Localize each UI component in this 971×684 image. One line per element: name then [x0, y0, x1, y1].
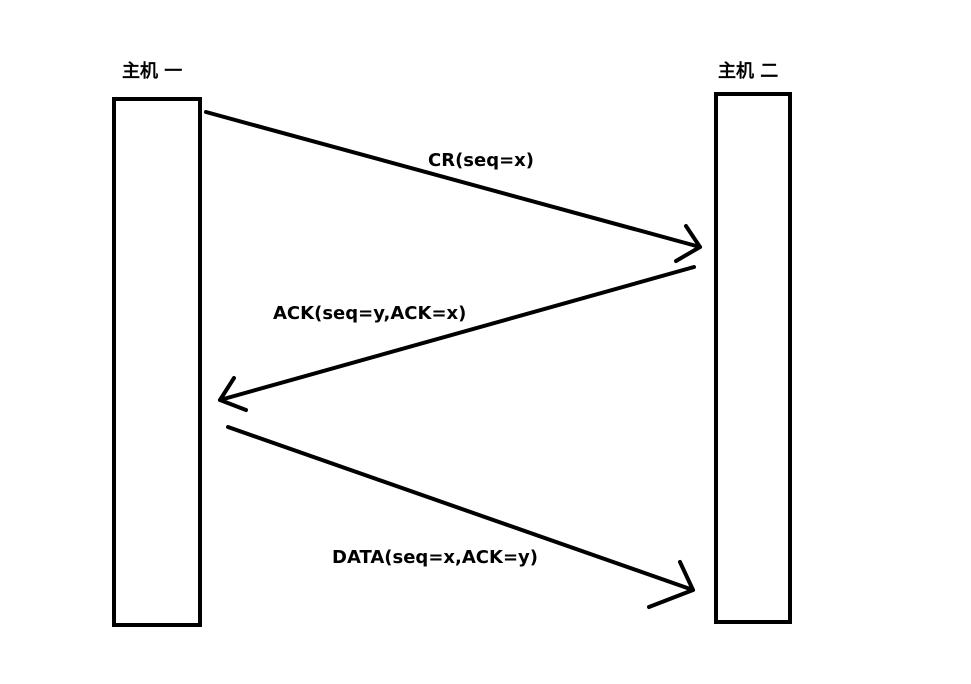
data-label: DATA(seq=x,ACK=y) — [332, 547, 538, 568]
host-two-label: 主机 二 — [718, 60, 778, 82]
ack-arrow-line — [218, 265, 696, 402]
host-one-lifeline — [112, 97, 202, 627]
cr-arrow-line — [204, 110, 702, 249]
host-two: 主机 二 — [714, 60, 792, 624]
ack-arrow-head — [218, 376, 248, 412]
ack-label: ACK(seq=y,ACK=x) — [273, 303, 466, 324]
cr-arrow-head — [674, 224, 702, 263]
data-message: DATA(seq=x,ACK=y) — [226, 425, 695, 609]
host-two-lifeline — [714, 92, 792, 624]
ack-message: ACK(seq=y,ACK=x) — [218, 265, 696, 412]
host-one: 主机 一 — [112, 60, 202, 627]
data-arrow-head — [647, 560, 695, 609]
cr-label: CR(seq=x) — [428, 150, 534, 171]
host-one-label: 主机 一 — [122, 60, 182, 82]
cr-message: CR(seq=x) — [204, 110, 702, 263]
data-arrow-line — [226, 425, 695, 592]
